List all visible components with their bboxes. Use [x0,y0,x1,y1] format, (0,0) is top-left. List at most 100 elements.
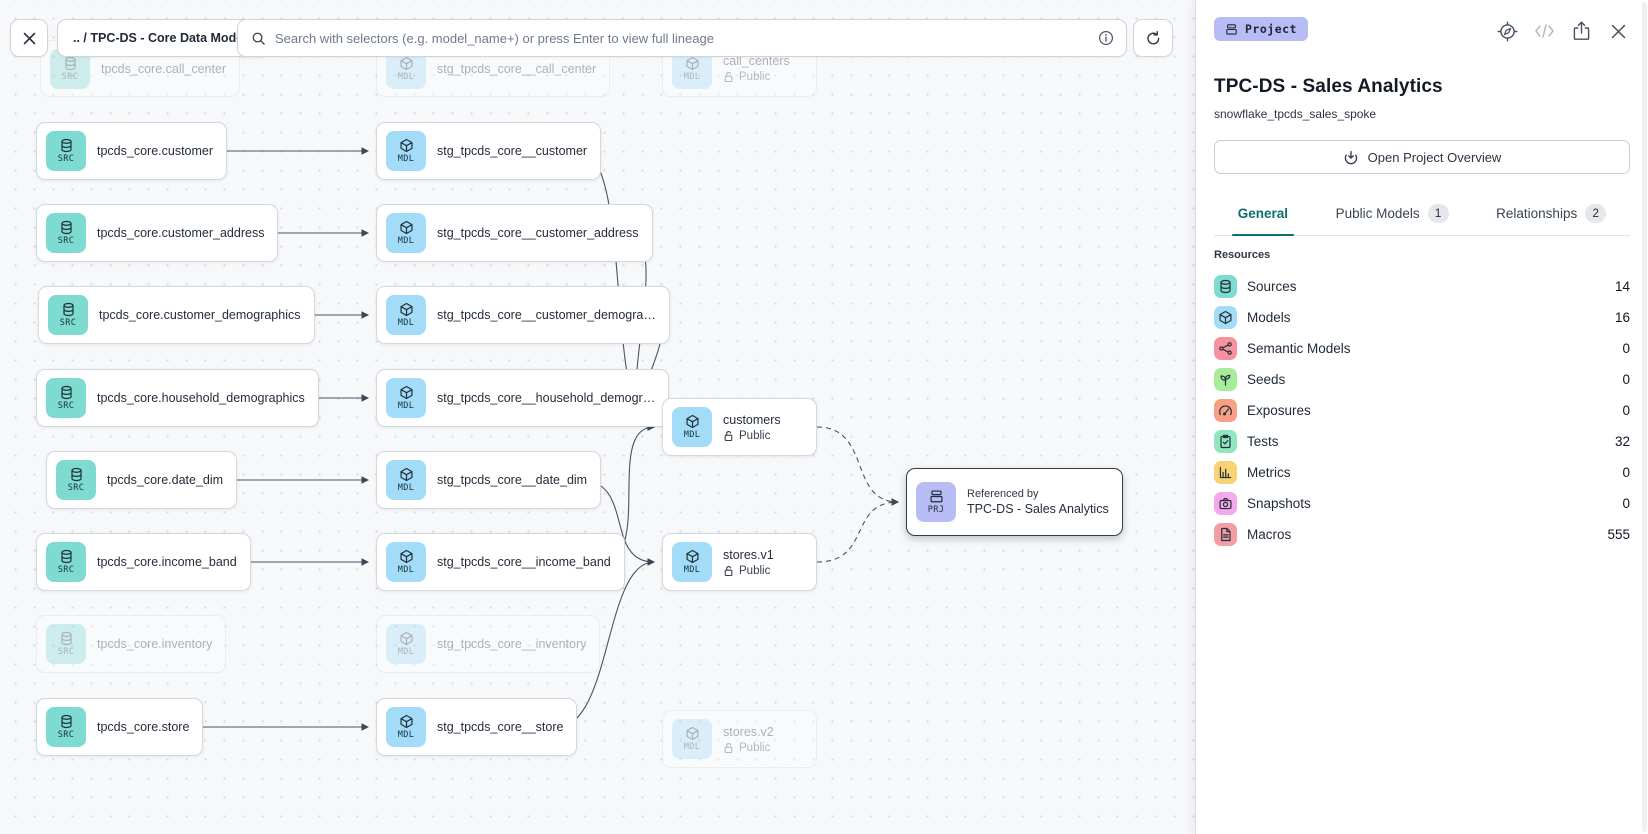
node-label: stg_tpcds_core__income_band [437,555,611,569]
database-icon: SRC [46,213,86,253]
resource-row-macros[interactable]: Macros 555 [1214,519,1630,550]
seedling-icon [1214,368,1237,391]
resource-row-snapshots[interactable]: Snapshots 0 [1214,488,1630,519]
public-access-label: Public [723,565,774,577]
resource-label: Semantic Models [1247,341,1351,356]
search-icon [252,32,265,45]
node-label: tpcds_core.customer_address [97,226,265,240]
node-label: stores.v2 [723,724,774,739]
project-icon: PRJ [916,482,956,522]
breadcrumb[interactable]: .. / TPC-DS - Core Data Models [57,19,270,57]
lineage-search[interactable] [237,19,1127,57]
close-panel-button[interactable] [1606,19,1630,43]
cube-icon: MDL [386,213,426,253]
node-type-label: MDL [683,430,701,440]
node-type-label: MDL [683,565,701,575]
resource-label: Models [1247,310,1291,325]
tab-count-badge: 2 [1585,204,1607,223]
resource-row-seeds[interactable]: Seeds 0 [1214,364,1630,395]
resource-count: 0 [1622,496,1630,511]
panel-header: Project [1214,17,1630,43]
info-icon[interactable] [1098,30,1114,46]
resource-row-metrics[interactable]: Metrics 0 [1214,457,1630,488]
share-button[interactable] [1569,19,1593,43]
resource-count: 14 [1614,279,1630,294]
gauge-icon [1214,399,1237,422]
resource-row-tests[interactable]: Tests 32 [1214,426,1630,457]
cube-icon: MDL [386,707,426,747]
resource-label: Tests [1247,434,1279,449]
resource-count: 0 [1622,403,1630,418]
open-project-overview-label: Open Project Overview [1367,149,1502,165]
public-access-label: Public [723,430,781,442]
node-label: stg_tpcds_core__household_demogr… [437,391,656,405]
refresh-lineage-button[interactable] [1133,19,1173,57]
canvas-toolbar: .. / TPC-DS - Core Data Models [0,0,1195,60]
node-type-label: SRC [57,154,75,164]
source-node[interactable]: SRC tpcds_core.customer_address [36,204,279,262]
source-node[interactable]: SRC tpcds_core.customer [36,122,228,180]
node-label: tpcds_core.store [97,720,190,734]
database-icon: SRC [56,460,96,500]
tab-public-models[interactable]: Public Models 1 [1334,195,1451,235]
tab-label: General [1237,206,1289,221]
database-icon: SRC [46,624,86,664]
node-label: stg_tpcds_core__customer_demogra… [437,308,656,322]
resource-row-models[interactable]: Models 16 [1214,302,1630,333]
cube-icon: MDL [386,131,426,171]
cube-icon: MDL [386,624,426,664]
search-input[interactable] [275,30,1089,46]
panel-scrollbar[interactable] [1642,2,1647,832]
compass-icon [1497,21,1517,41]
tab-count-badge: 1 [1427,204,1449,223]
model-node[interactable]: MDL stg_tpcds_core__household_demogr… [376,369,670,427]
close-lineage-button[interactable] [10,19,48,57]
tab-relationships[interactable]: Relationships 2 [1494,195,1608,235]
resource-row-sources[interactable]: Sources 14 [1214,271,1630,302]
view-code-button[interactable] [1532,19,1556,43]
resource-label: Seeds [1247,372,1286,387]
node-type-label: PRJ [927,505,945,515]
node-label: tpcds_core.customer [97,144,214,158]
file-icon [1214,523,1237,546]
cube-icon: MDL [672,542,712,582]
resource-count: 555 [1607,527,1630,542]
node-label: call_centers [723,54,790,68]
node-type-label: MDL [683,71,701,82]
node-type-label: SRC [57,565,75,575]
cube-icon: MDL [386,378,426,418]
resources-heading: Resources [1214,249,1271,261]
database-icon: SRC [48,295,88,335]
tab-general[interactable]: General [1231,195,1295,236]
resource-row-exposures[interactable]: Exposures 0 [1214,395,1630,426]
resource-count: 0 [1622,341,1630,356]
node-type-label: MDL [683,742,701,752]
resource-row-semantic-models[interactable]: Semantic Models 0 [1214,333,1630,364]
node-label: tpcds_core.call_center [101,61,227,76]
resource-label: Sources [1247,279,1297,294]
open-project-overview-button[interactable]: Open Project Overview [1214,140,1630,174]
explore-lineage-button[interactable] [1495,19,1519,43]
node-type-label: SRC [67,483,85,493]
resource-label: Metrics [1247,465,1291,480]
project-badge-label: Project [1245,22,1297,36]
